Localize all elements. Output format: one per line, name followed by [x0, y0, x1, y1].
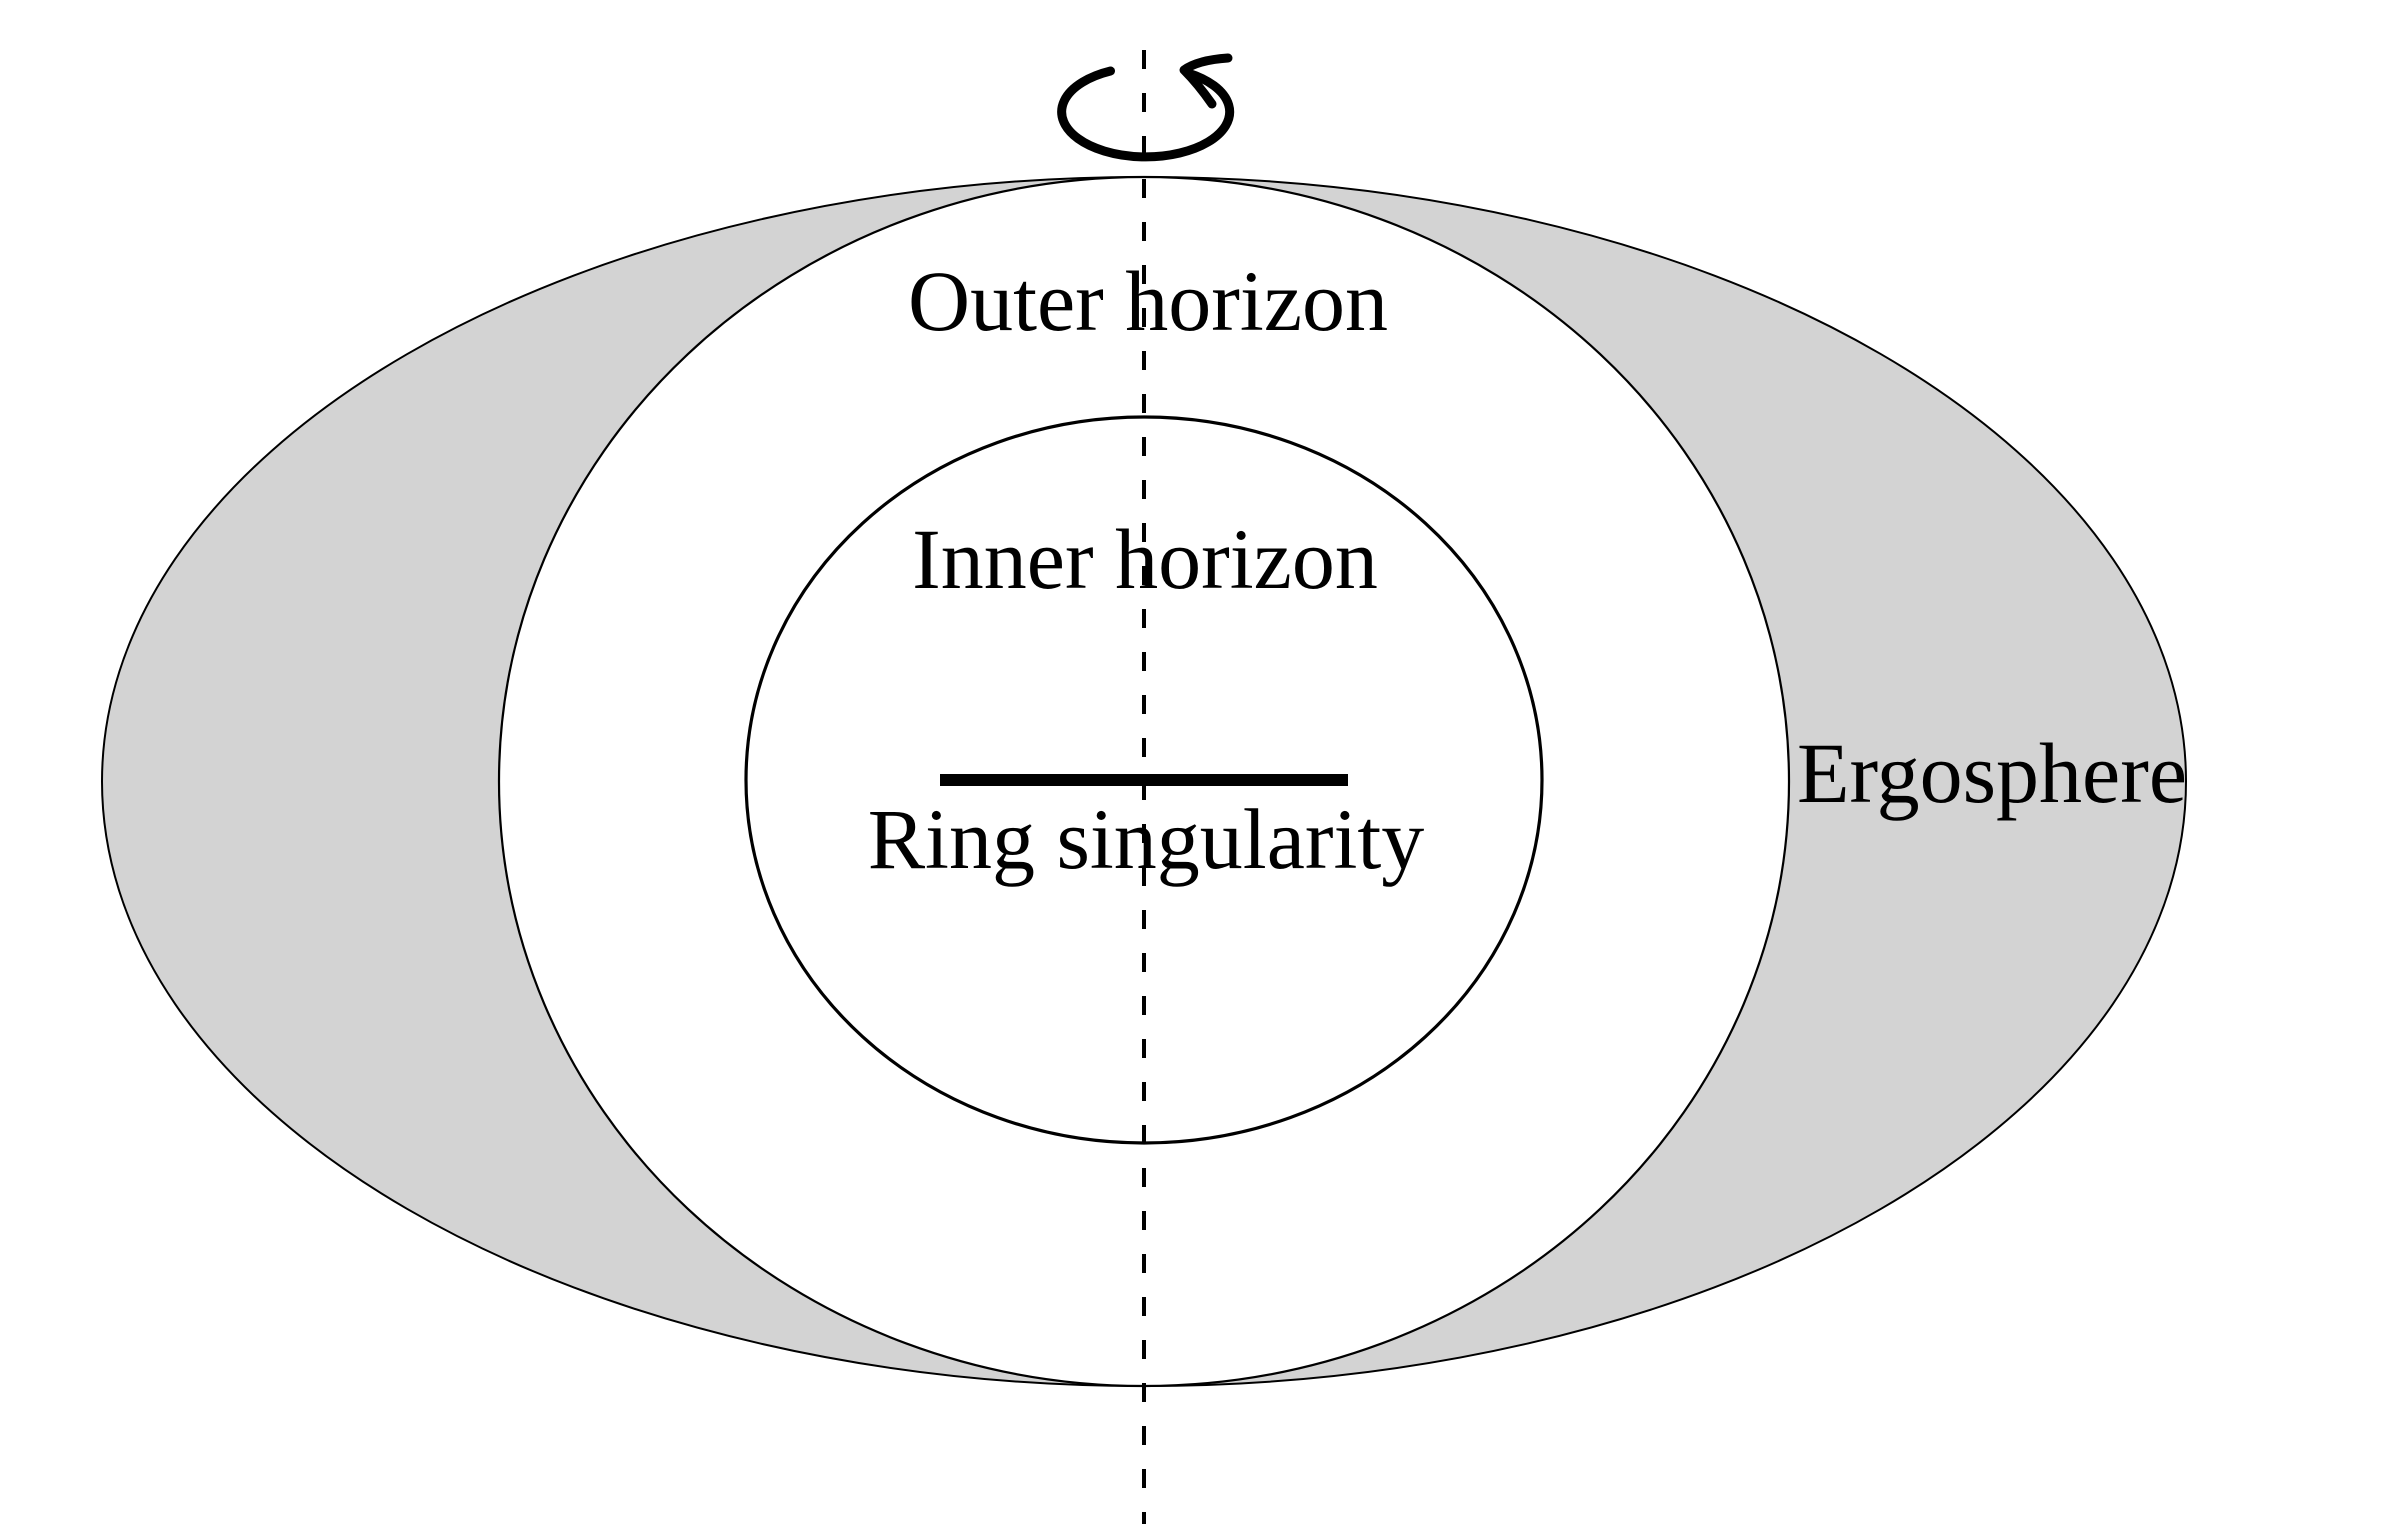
outer-horizon-label: Outer horizon — [908, 253, 1388, 349]
rotation-arrow-icon — [1057, 53, 1235, 162]
ring-singularity-label: Ring singularity — [868, 791, 1425, 887]
inner-horizon-label: Inner horizon — [912, 511, 1378, 607]
rotation-arrow-arc — [1057, 66, 1235, 162]
ergosphere-label: Ergosphere — [1797, 725, 2187, 821]
rotation-arrow-head — [1179, 53, 1233, 109]
